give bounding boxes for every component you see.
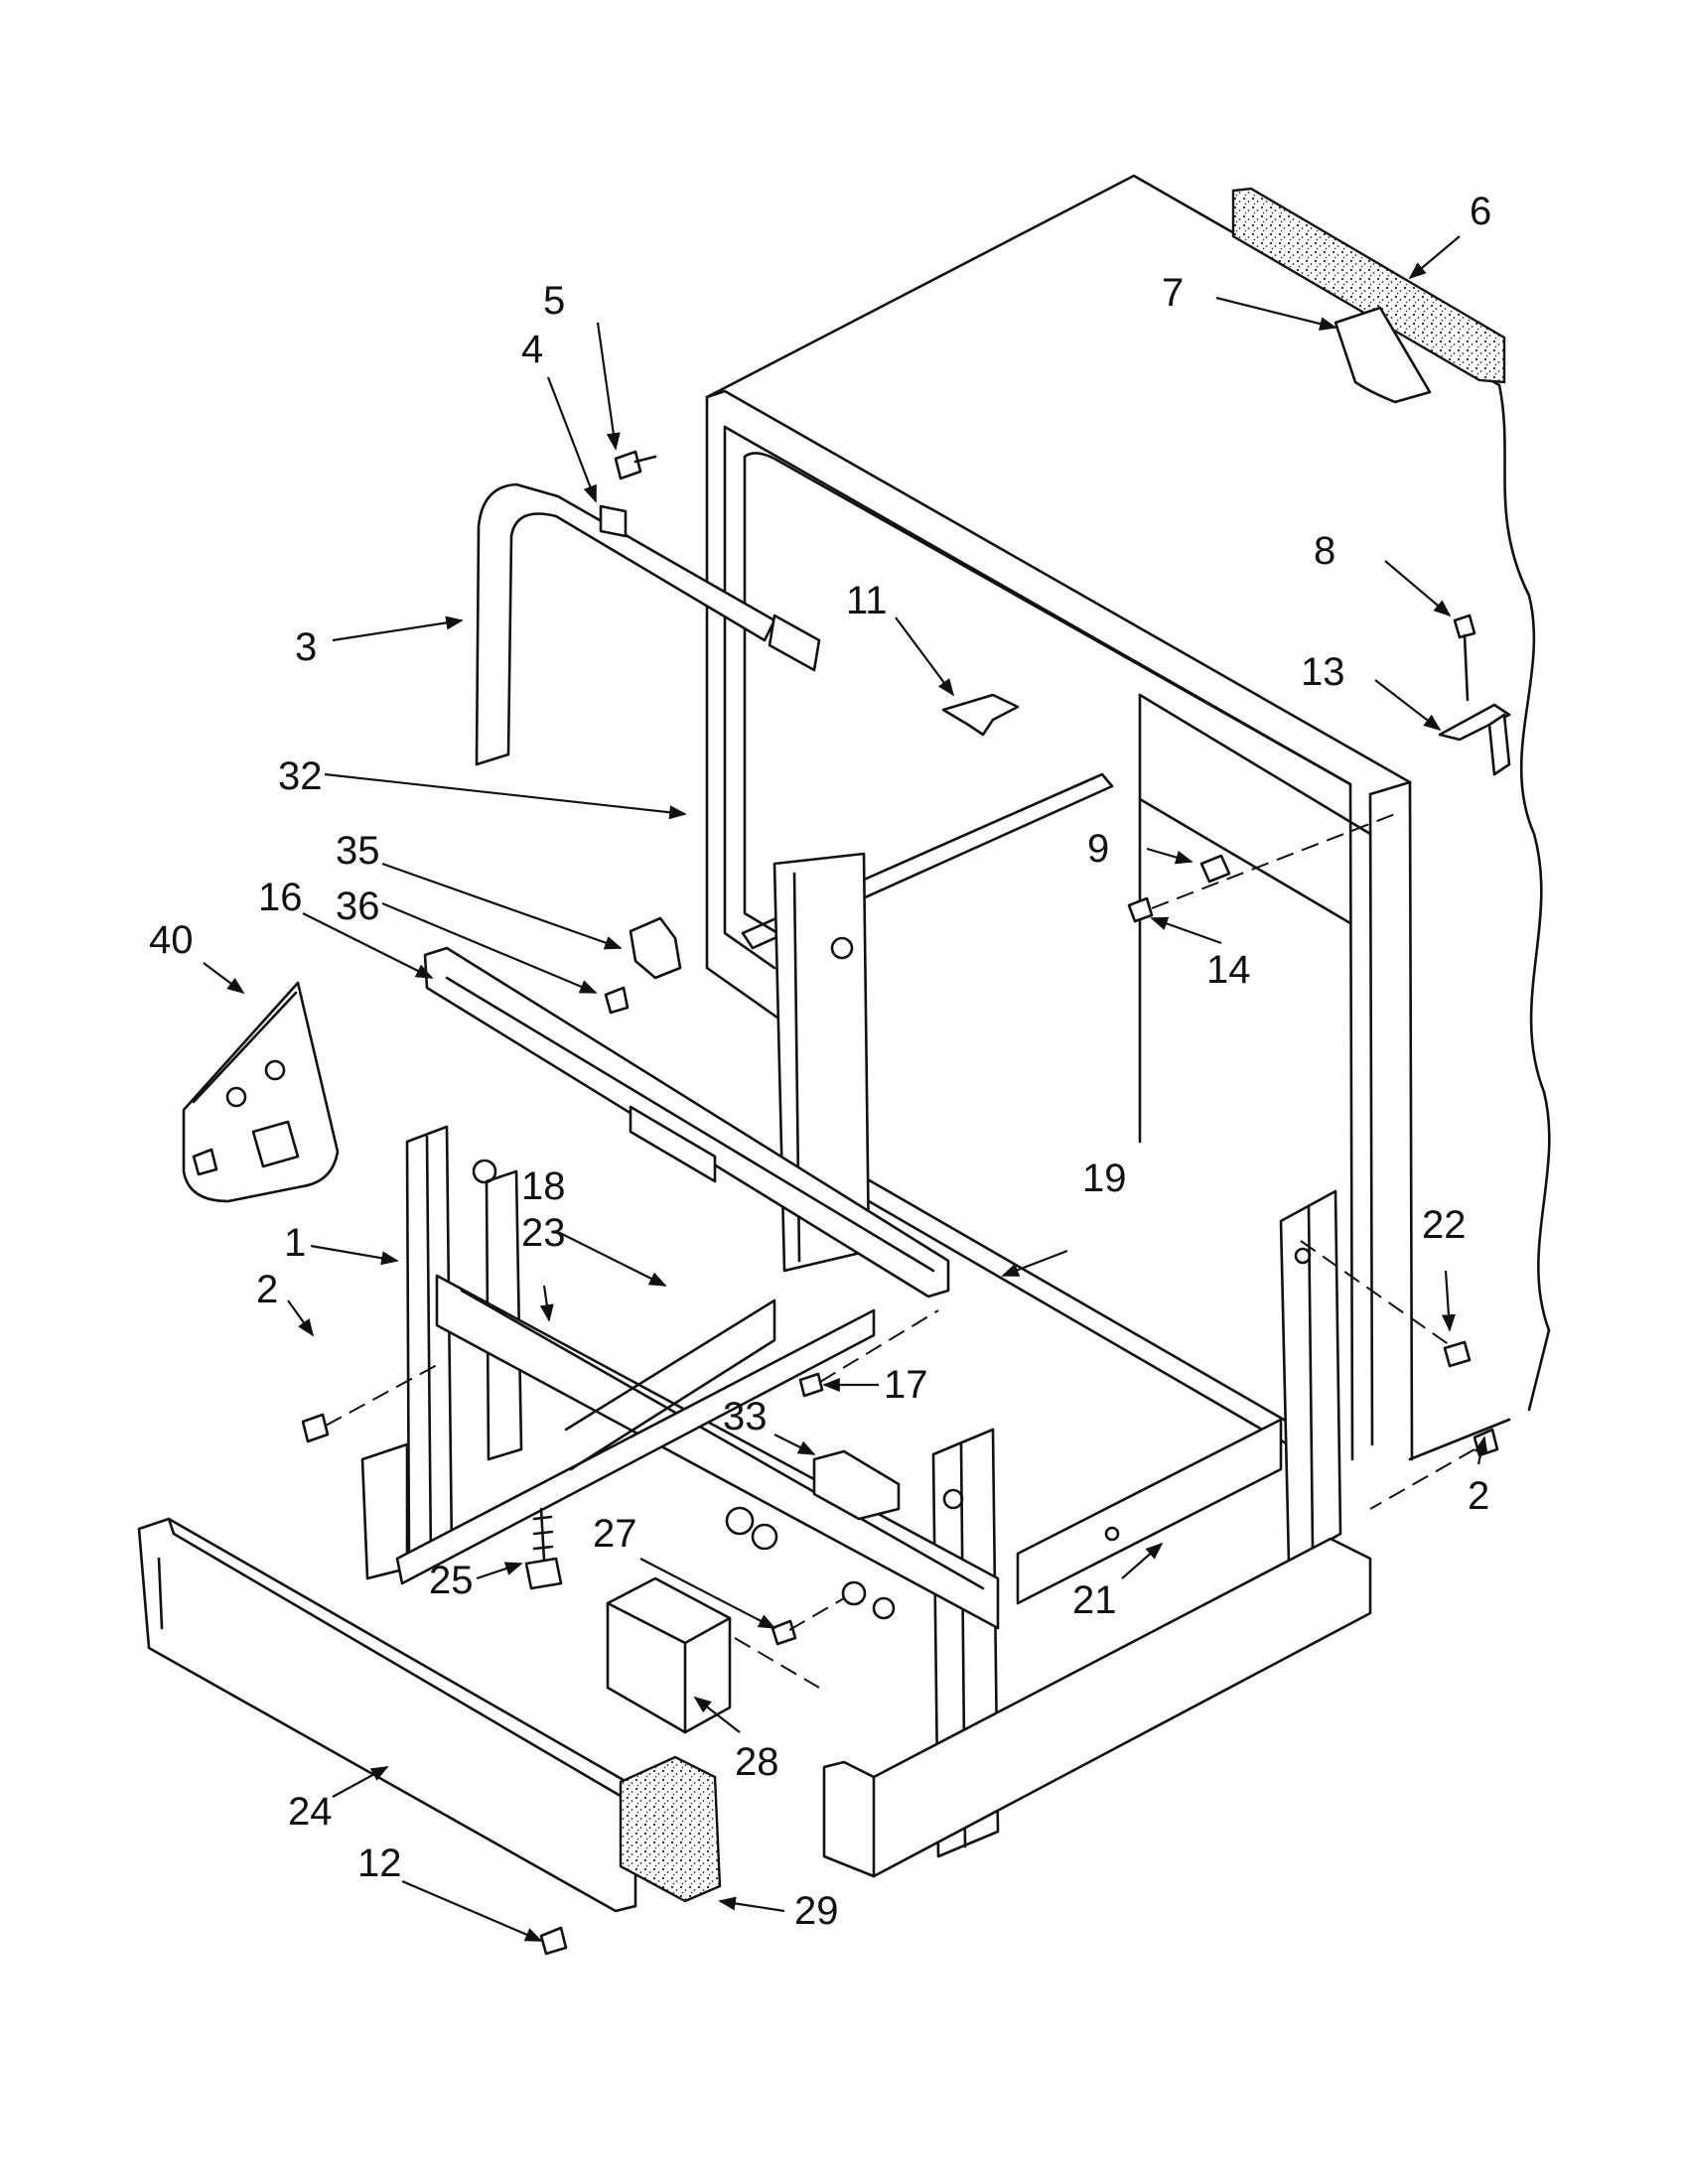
part-36-screw <box>604 986 630 1015</box>
base-frame <box>360 852 1372 1878</box>
callout-12: 12 <box>357 1842 402 1885</box>
callout-13: 13 <box>1301 650 1345 694</box>
callout-4: 4 <box>521 328 543 371</box>
callout-18: 18 <box>521 1164 566 1208</box>
part-25-leveling-leg <box>524 1507 563 1590</box>
part-27-screw <box>771 1619 797 1646</box>
mounting-line-22 <box>1300 1240 1451 1346</box>
callout-29: 29 <box>794 1889 839 1933</box>
callout-33: 33 <box>723 1395 768 1438</box>
callout-2-left: 2 <box>256 1268 278 1311</box>
part-5-screw <box>614 450 657 480</box>
callout-8: 8 <box>1314 529 1335 573</box>
part-28-box <box>606 1576 732 1734</box>
part-8-screw <box>1453 614 1476 702</box>
callout-11: 11 <box>846 579 888 622</box>
mounting-line-2-left <box>325 1364 438 1427</box>
callout-36: 36 <box>336 885 380 928</box>
callout-24: 24 <box>288 1790 333 1834</box>
callout-25: 25 <box>429 1559 474 1602</box>
part-16-rail <box>423 946 950 1298</box>
part-35-switch <box>629 916 682 980</box>
part-14-screw <box>1127 896 1154 923</box>
callout-16: 16 <box>258 876 303 919</box>
tub-cabinet <box>705 174 1551 1471</box>
mounting-line-17 <box>819 1309 939 1383</box>
part-7-bracket <box>1333 306 1432 404</box>
callout-7: 7 <box>1162 271 1184 315</box>
callout-2-right: 2 <box>1468 1474 1489 1518</box>
part-3-gasket <box>475 482 821 766</box>
part-11-clip <box>941 693 1020 737</box>
callout-32: 32 <box>278 754 323 798</box>
part-29-foam <box>619 1755 722 1903</box>
mounting-line-28 <box>734 1637 820 1689</box>
part-12-screw <box>539 1926 568 1956</box>
part-17-screw <box>798 1372 824 1398</box>
callout-1: 1 <box>284 1221 306 1265</box>
mounting-line-2-right <box>1369 1448 1475 1510</box>
callout-27: 27 <box>593 1512 637 1556</box>
callout-28: 28 <box>735 1740 779 1784</box>
part-24-toe-panel <box>137 1517 637 1913</box>
mounting-line-upper <box>1151 813 1396 909</box>
leader-lines <box>203 235 1488 1943</box>
part-22-screw <box>1443 1340 1472 1368</box>
part-13-bracket <box>1438 703 1511 776</box>
callout-23: 23 <box>521 1211 566 1255</box>
callout-17: 17 <box>884 1363 928 1407</box>
callout-35: 35 <box>336 829 380 873</box>
callout-5: 5 <box>543 279 565 323</box>
callout-21: 21 <box>1072 1578 1117 1622</box>
callout-6: 6 <box>1470 190 1491 233</box>
mounting-line-27 <box>788 1597 845 1631</box>
part-2-screw-left <box>301 1413 330 1443</box>
part-9-nut <box>1199 854 1231 884</box>
part-40-bracket <box>182 981 340 1203</box>
callout-22: 22 <box>1422 1203 1467 1247</box>
callout-9: 9 <box>1087 827 1109 871</box>
callout-14: 14 <box>1206 948 1251 992</box>
callout-19: 19 <box>1082 1157 1127 1200</box>
callout-40: 40 <box>149 918 194 962</box>
callout-labels: 5 4 3 6 7 8 13 9 14 11 32 35 36 16 40 1 … <box>149 190 1491 1933</box>
part-4-clip <box>599 504 628 538</box>
part-6-insulation <box>1231 187 1506 384</box>
part-33-block <box>812 1449 901 1521</box>
callout-3: 3 <box>295 625 317 669</box>
